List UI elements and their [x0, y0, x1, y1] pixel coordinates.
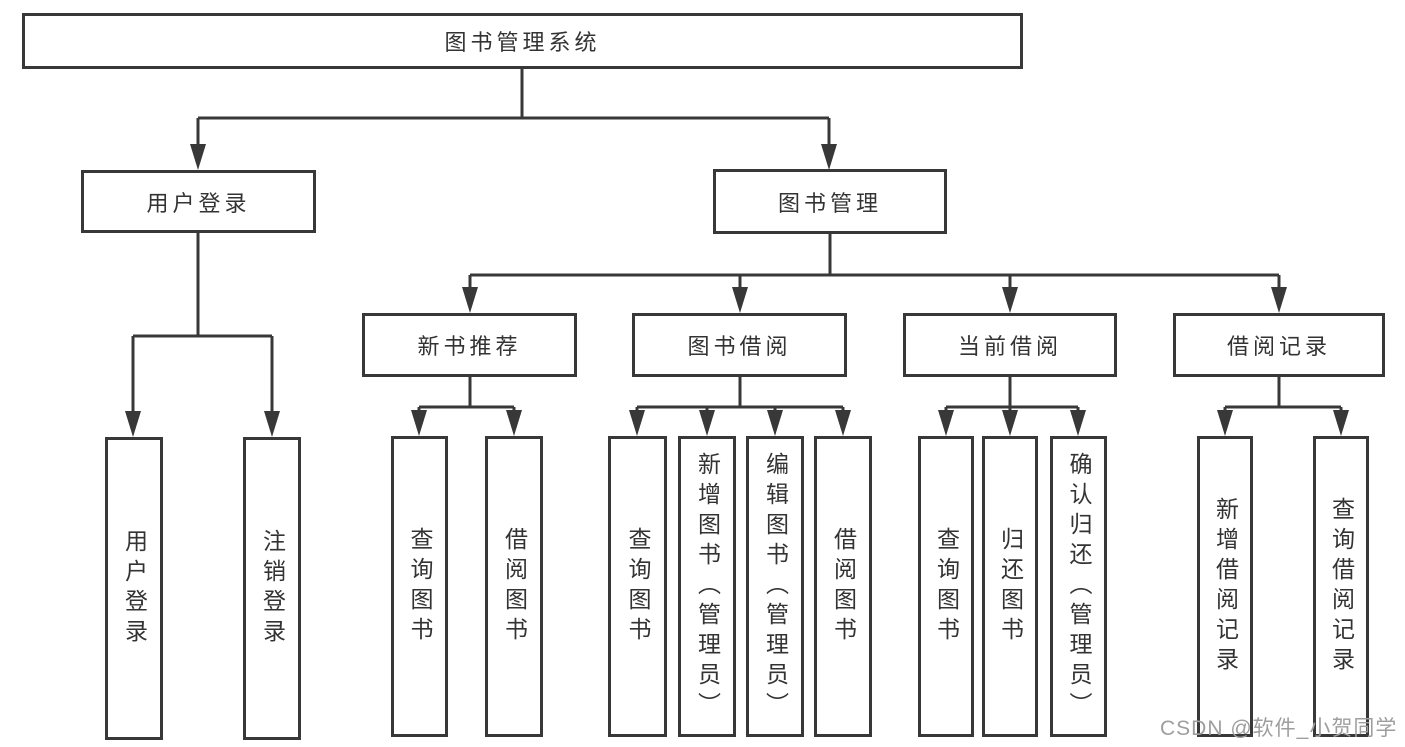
node-library-system-label: 图书管理系统: [444, 30, 601, 55]
leaf-query-borrow-record-label: 查询借阅记录: [1328, 496, 1355, 677]
node-book-borrowing: 图书借阅: [632, 313, 847, 377]
node-book-borrowing-label: 图书借阅: [687, 334, 792, 359]
leaf-query-books-recommend: 查询图书: [391, 436, 448, 737]
leaf-borrow-books-recommend: 借阅图书: [485, 436, 543, 737]
node-book-management-label: 图书管理: [777, 190, 882, 216]
leaf-add-borrow-record-label: 新增借阅记录: [1212, 496, 1239, 677]
leaf-edit-book-admin-label: 编辑图书（管理员）: [762, 451, 789, 722]
node-current-borrowing-label: 当前借阅: [957, 334, 1062, 359]
leaf-logout: 注销登录: [243, 437, 301, 740]
node-book-management: 图书管理: [713, 169, 947, 234]
node-current-borrowing: 当前借阅: [903, 313, 1117, 377]
leaf-query-books-borrowing-label: 查询图书: [625, 526, 651, 647]
leaf-user-login: 用户登录: [105, 437, 163, 740]
node-borrowing-records-label: 借阅记录: [1226, 334, 1331, 359]
leaf-borrow-books-borrowing: 借阅图书: [814, 436, 872, 737]
leaf-borrow-books-recommend-label: 借阅图书: [501, 526, 528, 647]
leaf-query-books-borrowing: 查询图书: [608, 436, 667, 737]
csdn-watermark: CSDN @软件_小贺同学: [1160, 717, 1398, 740]
node-user-login-branch: 用户登录: [81, 170, 316, 233]
leaf-borrow-books-borrowing-label: 借阅图书: [830, 526, 857, 647]
node-new-book-recommendation-label: 新书推荐: [417, 334, 522, 359]
node-library-system: 图书管理系统: [22, 13, 1023, 69]
leaf-query-books-current: 查询图书: [918, 436, 974, 737]
leaf-query-borrow-record: 查询借阅记录: [1313, 436, 1369, 737]
leaf-user-login-label: 用户登录: [121, 528, 148, 649]
leaf-return-book: 归还图书: [982, 436, 1038, 737]
leaf-add-borrow-record: 新增借阅记录: [1197, 436, 1253, 737]
leaf-query-books-current-label: 查询图书: [933, 526, 960, 647]
leaf-return-book-label: 归还图书: [997, 526, 1024, 647]
leaf-confirm-return-admin: 确认归还（管理员）: [1050, 436, 1107, 737]
node-new-book-recommendation: 新书推荐: [362, 313, 577, 377]
node-user-login-branch-label: 用户登录: [146, 190, 251, 216]
leaf-edit-book-admin: 编辑图书（管理员）: [746, 436, 804, 737]
leaf-confirm-return-admin-label: 确认归还（管理员）: [1066, 451, 1092, 722]
leaf-add-book-admin-label: 新增图书（管理员）: [694, 451, 721, 722]
leaf-query-books-recommend-label: 查询图书: [407, 526, 433, 647]
node-borrowing-records: 借阅记录: [1173, 313, 1385, 377]
leaf-logout-label: 注销登录: [259, 528, 286, 649]
arrowhead-icons: [125, 144, 1349, 437]
leaf-add-book-admin: 新增图书（管理员）: [678, 436, 736, 737]
